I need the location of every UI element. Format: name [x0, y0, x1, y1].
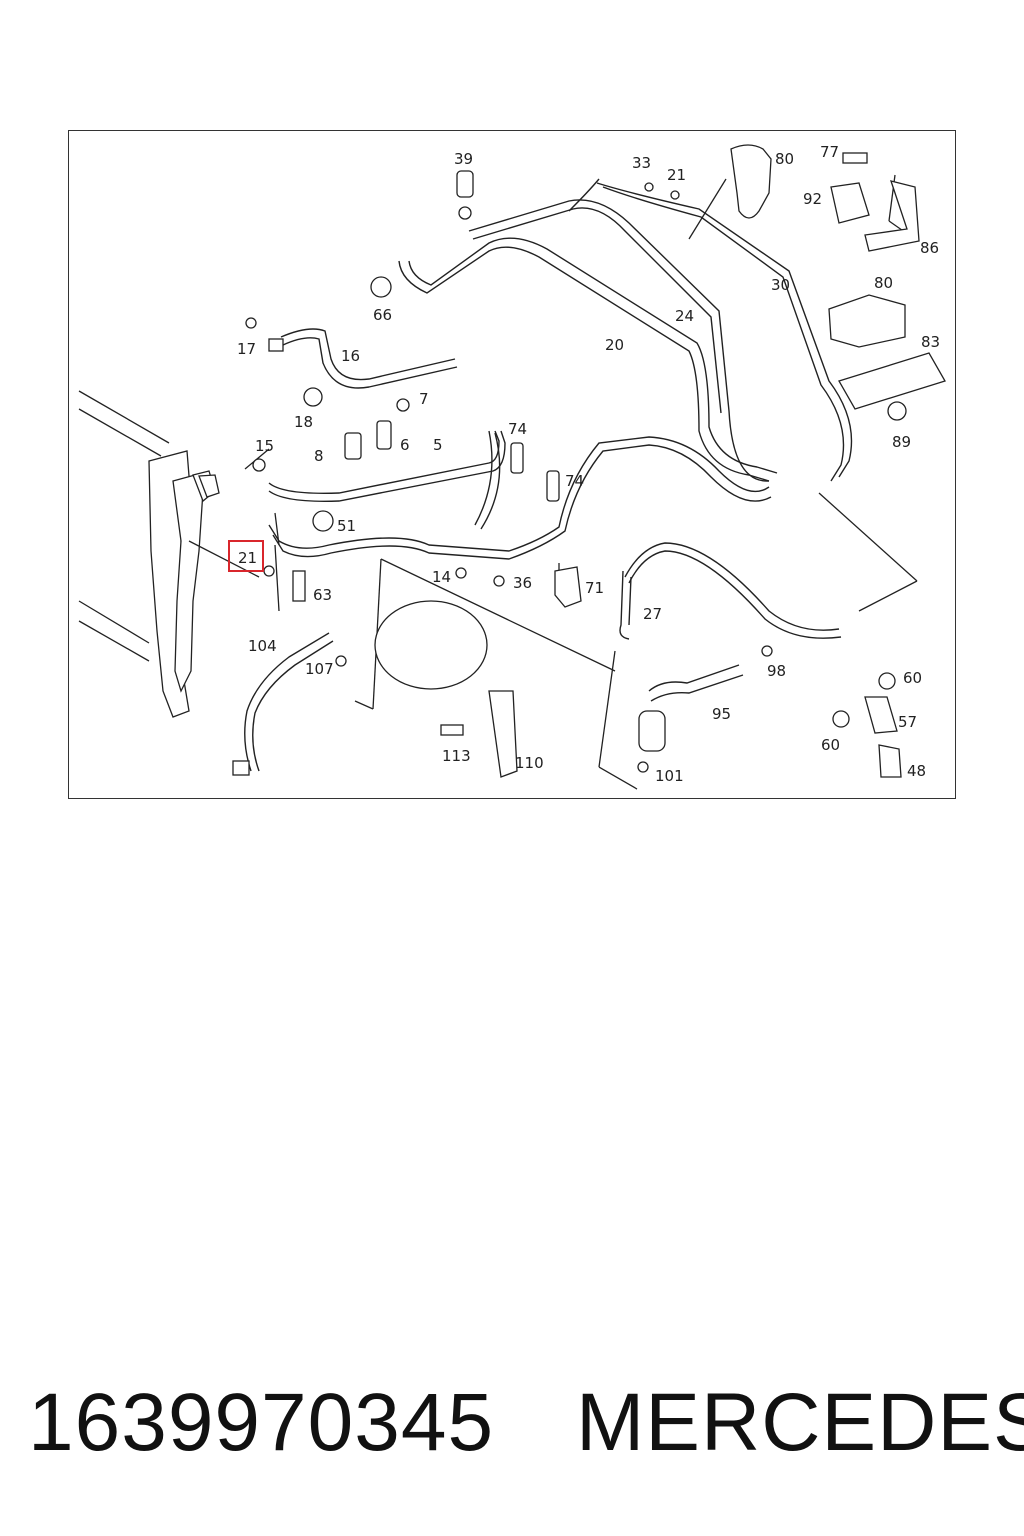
part-86-bracket: [864, 180, 920, 252]
part-71-clip: [554, 566, 582, 608]
callout-24: 24: [675, 307, 694, 325]
callout-15: 15: [255, 437, 274, 455]
highlighted-part-21: 21: [228, 540, 264, 572]
part-6-switch: [376, 420, 392, 450]
callout-60-a: 60: [903, 669, 922, 687]
callout-20: 20: [605, 336, 624, 354]
part-113-bolt: [440, 724, 464, 736]
part-104-fitting: [232, 760, 250, 776]
highlight-box: [228, 540, 264, 572]
part-51-fitting: [312, 510, 334, 532]
part-80-clamp: [828, 294, 906, 348]
part-66-nut: [370, 276, 392, 298]
part-60-nut: [878, 672, 896, 690]
callout-63: 63: [313, 586, 332, 604]
callout-labels: 39 33 21 80 77 92 86 66 30 80 24 17 16 2…: [237, 143, 940, 785]
callout-101: 101: [655, 767, 684, 785]
callout-5: 5: [433, 436, 443, 454]
callout-83: 83: [921, 333, 940, 351]
callout-17: 17: [237, 340, 256, 358]
callout-51: 51: [337, 517, 356, 535]
callout-16: 16: [341, 347, 360, 365]
callout-27: 27: [643, 605, 662, 623]
callout-18: 18: [294, 413, 313, 431]
callout-66: 66: [373, 306, 392, 324]
callout-80-top: 80: [775, 150, 794, 168]
part-number: 1639970345: [28, 1377, 495, 1468]
parts-diagram-frame: 39 33 21 80 77 92 86 66 30 80 24 17 16 2…: [68, 130, 956, 799]
callout-86: 86: [920, 239, 939, 257]
callout-74-b: 74: [565, 472, 584, 490]
callout-48: 48: [907, 762, 926, 780]
callout-74-a: 74: [508, 420, 527, 438]
part-48-clip: [878, 744, 902, 778]
part-89-nut: [887, 401, 907, 421]
part-80-sensor: [730, 144, 772, 219]
part-8-switch: [344, 432, 362, 460]
condenser-illustration: [78, 390, 220, 718]
callout-8: 8: [314, 447, 324, 465]
product-caption: 1639970345 MERCEDES: [0, 1368, 1024, 1478]
callout-33: 33: [632, 154, 651, 172]
callout-21-top: 21: [667, 166, 686, 184]
part-101-drier: [638, 710, 666, 752]
callout-95: 95: [712, 705, 731, 723]
part-77-bolt: [842, 152, 868, 164]
part-110-bracket: [488, 690, 518, 778]
callout-57: 57: [898, 713, 917, 731]
callout-30: 30: [771, 276, 790, 294]
part-63-bolt: [292, 570, 306, 602]
part-18-bolt: [303, 387, 323, 407]
part-39-valve: [456, 170, 474, 198]
callout-21-highlight: 21: [238, 549, 257, 567]
callout-98: 98: [767, 662, 786, 680]
brand-name: MERCEDES: [576, 1377, 1024, 1468]
ac-line-exploded-diagram: 39 33 21 80 77 92 86 66 30 80 24 17 16 2…: [78, 143, 946, 790]
part-17-fitting: [268, 338, 284, 352]
callout-39: 39: [454, 150, 473, 168]
callout-104: 104: [248, 637, 277, 655]
part-92-clip: [830, 182, 870, 224]
part-83-plate: [838, 352, 946, 410]
callout-92: 92: [803, 190, 822, 208]
callout-71: 71: [585, 579, 604, 597]
callout-113: 113: [442, 747, 471, 765]
callout-14: 14: [432, 568, 451, 586]
part-21-oring: [263, 565, 275, 577]
compressor: [374, 600, 488, 690]
callout-60-b: 60: [821, 736, 840, 754]
callout-80-mid: 80: [874, 274, 893, 292]
callout-110: 110: [515, 754, 544, 772]
refrigerant-hoses: [244, 178, 853, 772]
component-parts: [232, 144, 946, 778]
callout-6: 6: [400, 436, 410, 454]
callout-89: 89: [892, 433, 911, 451]
part-57-clamp: [864, 696, 898, 734]
part-60-washer: [832, 710, 850, 728]
callout-7: 7: [419, 390, 429, 408]
callout-107: 107: [305, 660, 334, 678]
callout-77: 77: [820, 143, 839, 161]
callout-36: 36: [513, 574, 532, 592]
